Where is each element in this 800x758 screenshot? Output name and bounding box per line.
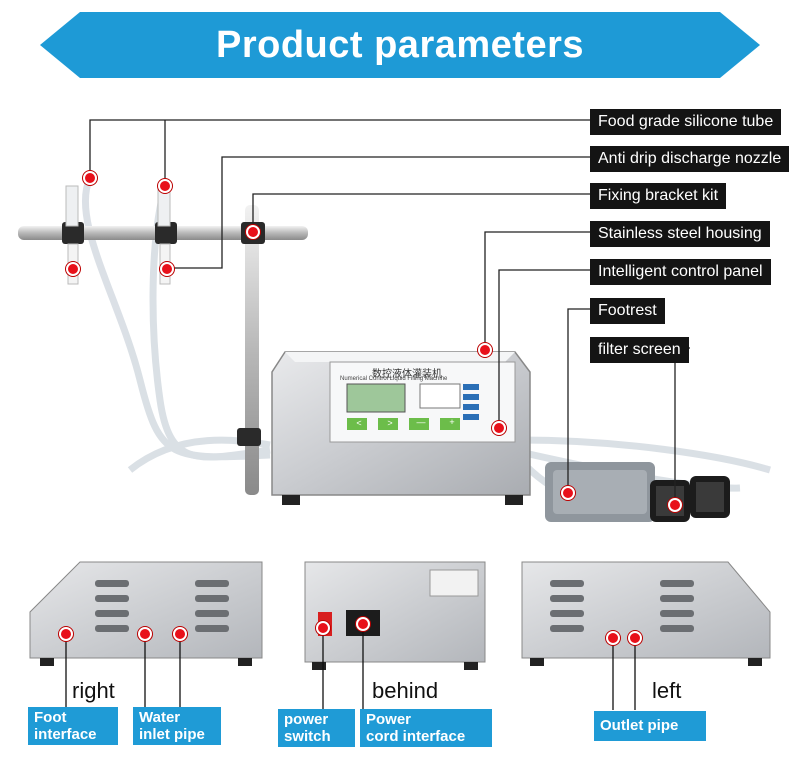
- note-line: Foot: [34, 709, 67, 726]
- note-line: Outlet pipe: [600, 717, 679, 734]
- callout-footrest: Footrest: [590, 298, 665, 324]
- note-foot-interface: Foot interface: [28, 707, 118, 745]
- panel-button-minus: —: [416, 417, 426, 427]
- marker-dot: [59, 627, 73, 641]
- callout-silicone-tube: Food grade silicone tube: [590, 109, 782, 135]
- marker-dot: [356, 617, 370, 631]
- marker-dot: [138, 627, 152, 641]
- marker-dot: [492, 421, 506, 435]
- callout-filter-screen: filter screen: [590, 337, 689, 363]
- marker-dot: [158, 179, 172, 193]
- marker-dot: [83, 171, 97, 185]
- marker-dot: [160, 262, 174, 276]
- marker-dot: [246, 225, 260, 239]
- panel-title-en: Numerical Control Liquid Filling Machine: [340, 376, 448, 382]
- marker-dot: [606, 631, 620, 645]
- title-banner: [40, 12, 760, 78]
- page-title: Product parameters: [215, 24, 584, 66]
- note-line: Water: [139, 709, 181, 726]
- note-line: inlet pipe: [139, 726, 205, 743]
- marker-dot: [316, 621, 330, 635]
- note-line: Power: [366, 711, 412, 728]
- panel-button-right: >: [387, 418, 393, 428]
- view-label-right: right: [72, 678, 115, 703]
- note-power-switch: power switch: [278, 709, 355, 747]
- note-outlet-pipe: Outlet pipe: [594, 711, 706, 741]
- note-line: cord interface: [366, 728, 466, 745]
- view-label-left: left: [652, 678, 682, 703]
- view-label-behind: behind: [372, 678, 439, 703]
- marker-dot: [66, 262, 80, 276]
- panel-button-plus: +: [449, 417, 455, 427]
- note-power-cord-interface: Power cord interface: [360, 709, 492, 747]
- callout-steel-housing: Stainless steel housing: [590, 221, 770, 247]
- marker-dot: [478, 343, 492, 357]
- callout-control-panel: Intelligent control panel: [590, 259, 771, 285]
- note-line: interface: [34, 726, 97, 743]
- marker-dot: [561, 486, 575, 500]
- marker-dot: [628, 631, 642, 645]
- marker-dot: [668, 498, 682, 512]
- note-line: switch: [284, 728, 331, 745]
- side-views-illustration: [29, 561, 771, 710]
- machine-illustration: [18, 119, 772, 522]
- marker-dot: [173, 627, 187, 641]
- panel-button-left: <: [356, 418, 362, 428]
- callout-bracket-kit: Fixing bracket kit: [590, 183, 727, 209]
- note-line: power: [284, 711, 329, 728]
- callout-discharge-nozzle: Anti drip discharge nozzle: [590, 146, 790, 172]
- panel-title-cn: 数控液体灌装机: [372, 369, 442, 380]
- note-water-inlet-pipe: Water inlet pipe: [133, 707, 221, 745]
